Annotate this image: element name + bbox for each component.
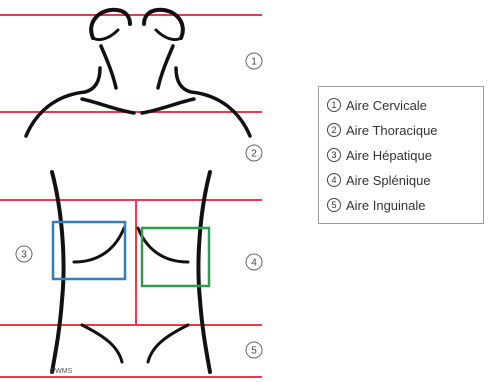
zone-marker-2: 2: [246, 145, 262, 161]
rib-curve-right: [138, 228, 188, 262]
groin-curve-left: [82, 325, 122, 362]
legend-number: 1: [327, 98, 341, 112]
legend-item-cervicale: 1 Aire Cervicale: [327, 95, 427, 115]
legend-number: 4: [327, 173, 341, 187]
legend-label: Aire Hépatique: [346, 148, 432, 163]
zone-marker-3: 3: [16, 246, 32, 262]
body-outline: [26, 10, 250, 372]
svg-text:3: 3: [21, 250, 27, 261]
zone-markers: 1 2 3 4 5: [16, 53, 262, 358]
neck-right: [158, 46, 173, 88]
legend-item-inguinale: 5 Aire Inguinale: [327, 195, 426, 215]
legend-label: Aire Thoracique: [346, 123, 438, 138]
legend-label: Aire Splénique: [346, 173, 431, 188]
svg-text:4: 4: [251, 258, 257, 269]
legend-number: 5: [327, 198, 341, 212]
legend-number: 3: [327, 148, 341, 162]
legend-label: Aire Cervicale: [346, 98, 427, 113]
chin-right: [156, 30, 181, 40]
legend-label: Aire Inguinale: [346, 198, 426, 213]
legend-box: 1 Aire Cervicale 2 Aire Thoracique 3 Air…: [318, 86, 484, 224]
legend-item-thoracique: 2 Aire Thoracique: [327, 120, 438, 140]
watermark: ©WMS: [50, 367, 73, 375]
zone-marker-4: 4: [246, 254, 262, 270]
svg-text:1: 1: [251, 57, 257, 68]
collar-right: [142, 99, 194, 113]
zone-marker-5: 5: [246, 342, 262, 358]
svg-text:2: 2: [251, 149, 257, 160]
region-lines: [0, 15, 262, 377]
svg-text:5: 5: [251, 346, 257, 357]
zone-marker-1: 1: [246, 53, 262, 69]
legend-number: 2: [327, 123, 341, 137]
neck-left: [101, 46, 116, 88]
rib-curve-left: [74, 228, 124, 262]
legend-item-splenique: 4 Aire Splénique: [327, 170, 431, 190]
legend-item-hepatique: 3 Aire Hépatique: [327, 145, 432, 165]
chin-left: [93, 30, 118, 40]
collar-left: [82, 99, 134, 113]
groin-curve-right: [148, 325, 188, 362]
